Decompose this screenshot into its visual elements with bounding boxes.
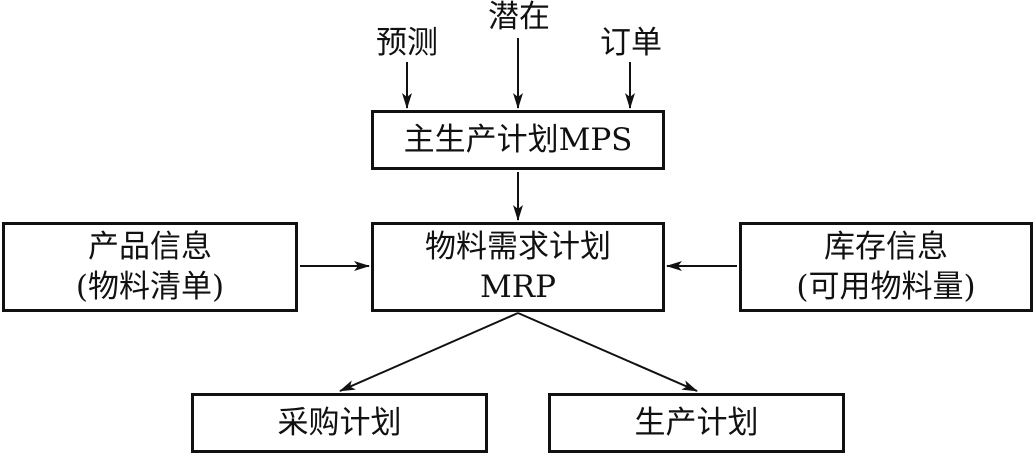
input-label-order: 订单 xyxy=(600,25,662,61)
arrow-mrp-to-production xyxy=(517,312,698,392)
stock-info-subtitle: (可用物料量) xyxy=(796,269,976,305)
mrp-box: 物料需求计划 MRP xyxy=(371,222,665,312)
purchase-plan-label: 采购计划 xyxy=(277,405,402,441)
input-label-forecast: 预测 xyxy=(376,25,438,61)
mrp-abbreviation: MRP xyxy=(480,269,556,305)
mrp-title: 物料需求计划 xyxy=(425,229,611,265)
purchase-plan-box: 采购计划 xyxy=(191,393,488,453)
product-info-subtitle: (物料清单) xyxy=(75,269,225,305)
production-plan-box: 生产计划 xyxy=(548,393,845,453)
production-plan-label: 生产计划 xyxy=(634,405,759,441)
stock-info-box: 库存信息 (可用物料量) xyxy=(739,222,1033,312)
mps-label: 主生产计划MPS xyxy=(403,122,633,158)
product-info-title: 产品信息 xyxy=(88,229,212,265)
arrow-mrp-to-purchase xyxy=(339,312,519,392)
mps-box: 主生产计划MPS xyxy=(371,110,665,170)
stock-info-title: 库存信息 xyxy=(824,229,948,265)
input-label-potential: 潜在 xyxy=(488,0,550,35)
product-info-box: 产品信息 (物料清单) xyxy=(2,222,298,312)
